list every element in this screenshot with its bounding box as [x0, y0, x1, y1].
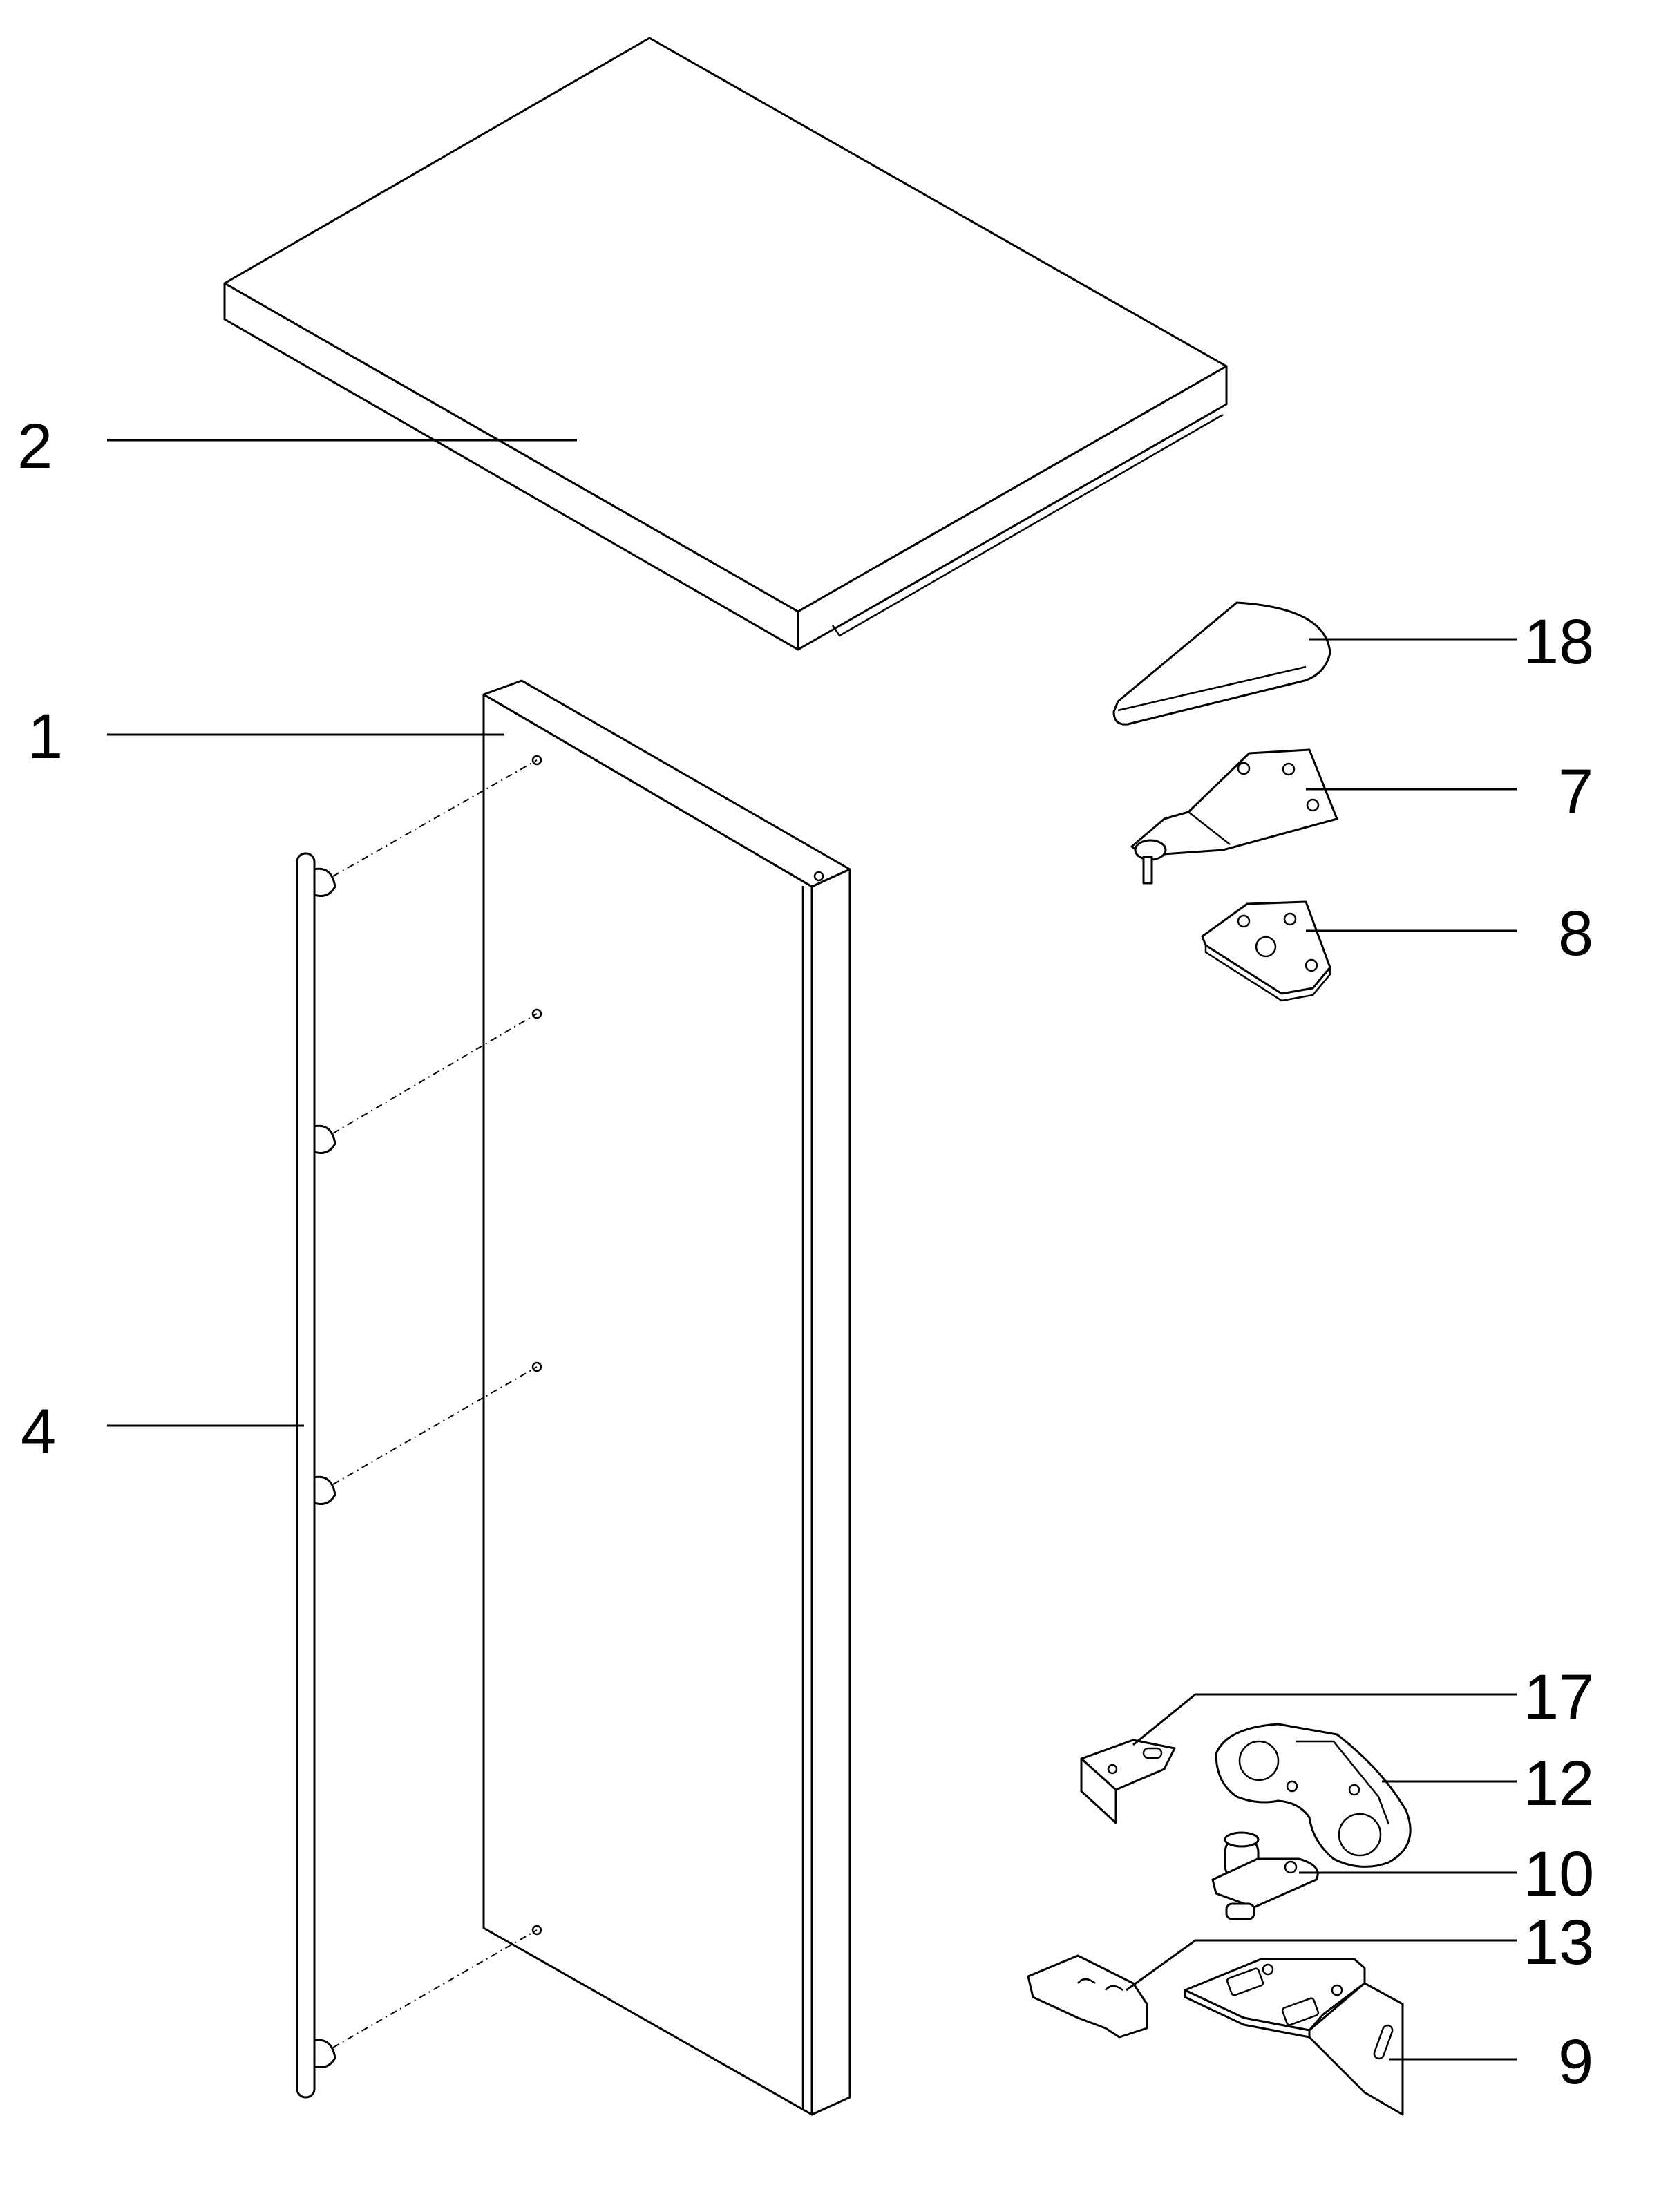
callout-17: 17 [1524, 1662, 1594, 1732]
callout-13: 13 [1524, 1907, 1594, 1978]
callout-4: 4 [21, 1397, 56, 1467]
callout-10: 10 [1524, 1839, 1594, 1909]
callout-labels: 2 1 4 18 7 8 17 12 10 13 9 [17, 411, 1594, 2097]
callout-7: 7 [1558, 757, 1593, 827]
callout-12: 12 [1524, 1748, 1594, 1819]
leader-17 [1132, 1693, 1517, 1746]
part-10-hinge-pin [1211, 1831, 1319, 1920]
part-12-bearing-plate [1215, 1723, 1412, 1868]
part-18-hinge-cover [1112, 601, 1331, 726]
part-8-hinge-plate [1201, 900, 1331, 1002]
callout-9: 9 [1558, 2027, 1593, 2097]
callout-8: 8 [1558, 898, 1593, 969]
callout-18: 18 [1524, 607, 1594, 677]
part-4-handle-bar [296, 759, 538, 2099]
leader-lines [107, 439, 1517, 2061]
part-17-angle-bracket [1080, 1739, 1176, 1824]
part-13-clip [1027, 1954, 1148, 2039]
callout-2: 2 [17, 411, 53, 482]
part-7-upper-hinge-plate [1130, 748, 1338, 885]
callout-1: 1 [28, 701, 63, 772]
part-9-hinge-bracket [1184, 1958, 1404, 2116]
part-2-top-panel [223, 37, 1228, 651]
leader-13 [1126, 1939, 1517, 1992]
part-1-door-panel [482, 679, 851, 2116]
